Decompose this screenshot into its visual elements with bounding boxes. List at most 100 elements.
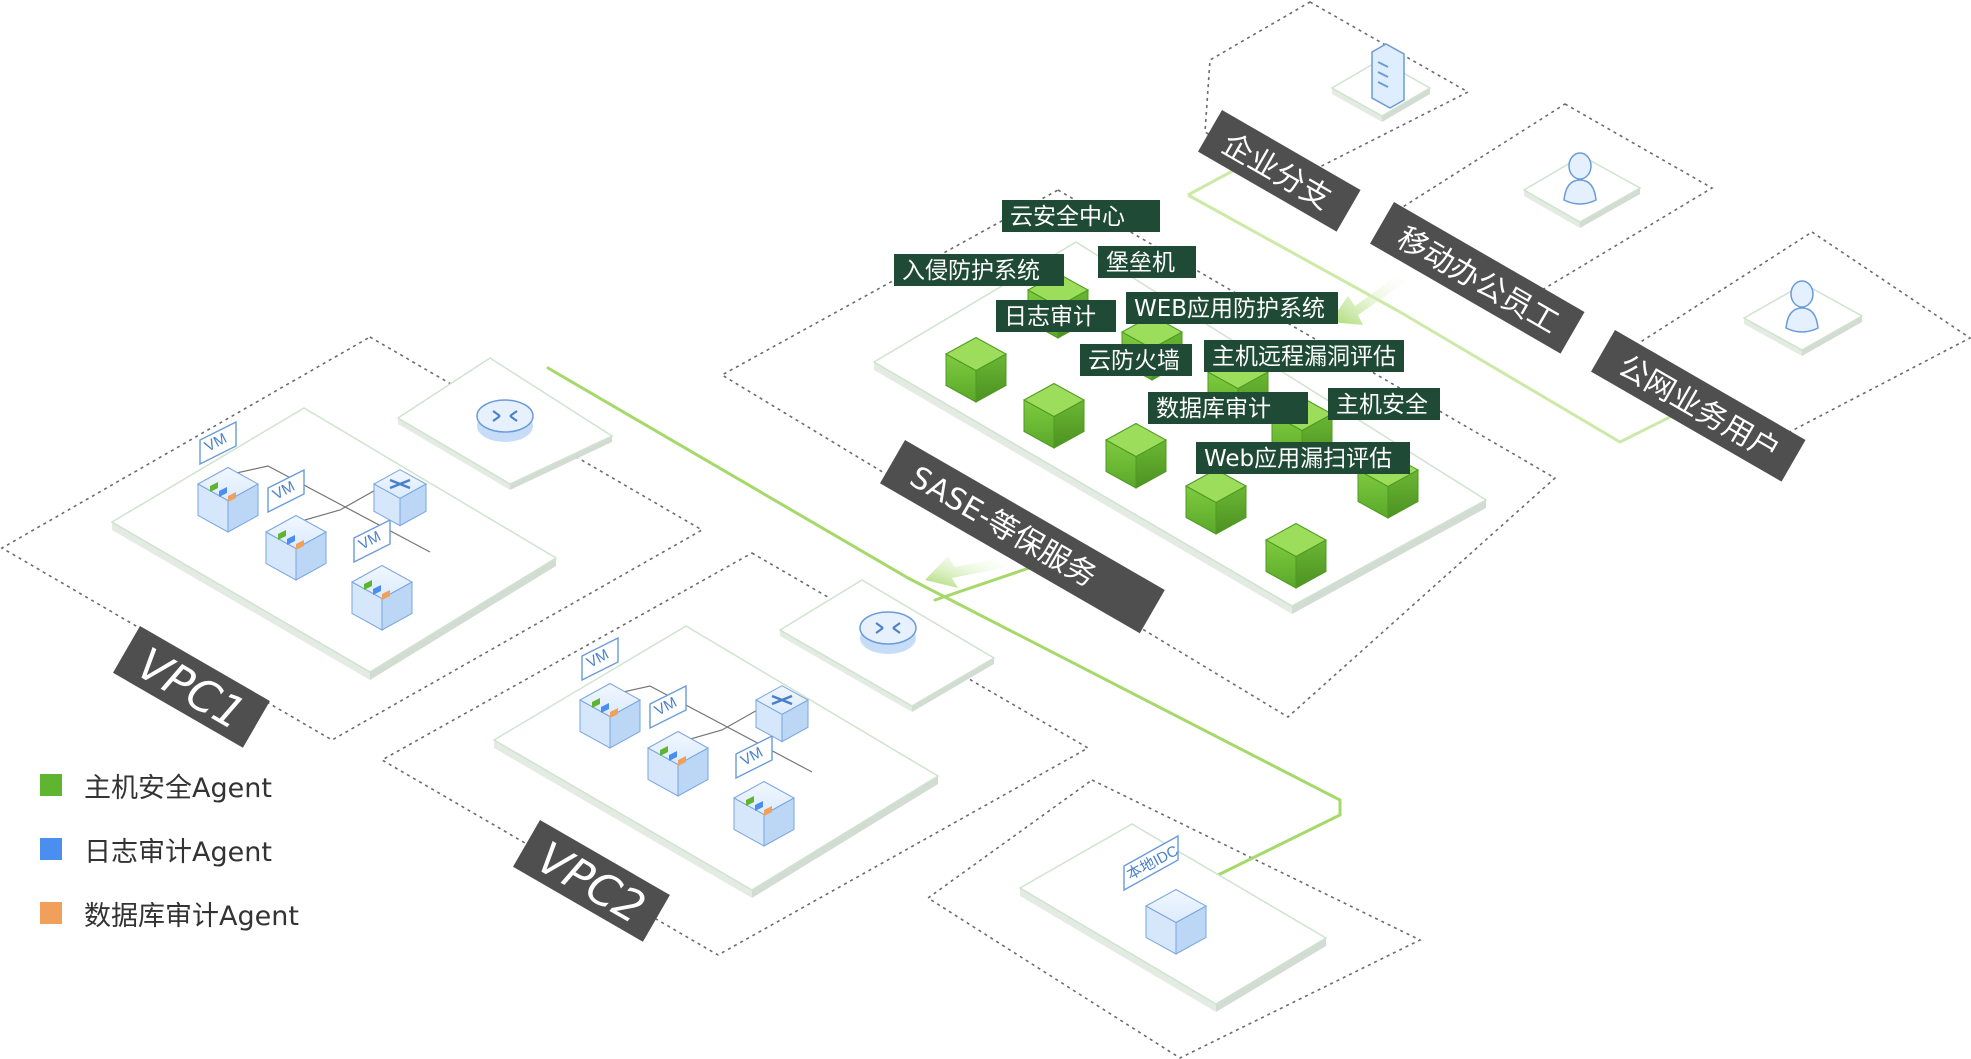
legend-label: 数据库审计Agent bbox=[84, 900, 299, 932]
mobile-user-icon bbox=[1563, 152, 1597, 205]
agent-dot bbox=[610, 708, 618, 718]
service-tag-bg bbox=[894, 254, 1064, 286]
vm-tag: VM bbox=[353, 518, 391, 564]
public-user-icon bbox=[1785, 280, 1819, 333]
legend: 主机安全Agent 日志审计Agent 数据库审计Agent bbox=[40, 770, 299, 962]
legend-swatch bbox=[40, 902, 62, 924]
agent-dot bbox=[746, 796, 754, 806]
zone-vpc1 bbox=[0, 336, 704, 741]
service-tag-text: 堡垒机 bbox=[1106, 250, 1175, 276]
service-tag: 云安全中心 bbox=[1002, 200, 1160, 232]
vpc1-label: VPC1 bbox=[113, 626, 270, 748]
service-tag-text: 日志审计 bbox=[1004, 304, 1096, 330]
security-service-cube bbox=[944, 336, 1008, 403]
service-tag-bg bbox=[1196, 442, 1410, 474]
service-tag: 主机远程漏洞评估 bbox=[1204, 340, 1404, 372]
security-service-cube bbox=[1264, 522, 1328, 589]
agent-dot bbox=[228, 492, 236, 502]
vm-tag: VM bbox=[735, 734, 773, 780]
public-label-text: 公网业务用户 bbox=[1612, 349, 1785, 469]
agent-dot bbox=[364, 580, 372, 590]
vm-box: VM bbox=[646, 684, 710, 797]
link-vpc2-router-to-idc bbox=[906, 576, 1342, 880]
vm-box: VM bbox=[264, 468, 328, 581]
vm-tag: VM bbox=[649, 684, 687, 730]
agent-dot bbox=[755, 801, 763, 811]
legend-item-db-audit: 数据库审计Agent bbox=[40, 898, 299, 932]
security-service-cube bbox=[1104, 422, 1168, 489]
switch-arrows-icon bbox=[389, 478, 411, 490]
service-tag-bg bbox=[1002, 200, 1160, 232]
legend-swatch bbox=[40, 774, 62, 796]
zone-vpc2 bbox=[380, 552, 1090, 956]
arrow-to-vpc2 bbox=[925, 556, 1012, 588]
service-tag-bg bbox=[1098, 246, 1196, 278]
service-tag-bg bbox=[1148, 392, 1308, 424]
service-tag-bg bbox=[1204, 340, 1404, 372]
service-tag: 主机安全 bbox=[1328, 388, 1440, 420]
agent-dot bbox=[660, 746, 668, 756]
agent-dot bbox=[287, 535, 295, 545]
legend-item-host-security: 主机安全Agent bbox=[40, 770, 299, 804]
service-tag-text: 数据库审计 bbox=[1156, 396, 1271, 422]
agent-dot bbox=[278, 530, 286, 540]
service-tag: 入侵防护系统 bbox=[894, 254, 1064, 286]
agent-dot bbox=[296, 540, 304, 550]
service-tag-bg bbox=[1328, 388, 1440, 420]
arrow-to-sase bbox=[1330, 271, 1408, 325]
agent-dot bbox=[219, 487, 227, 497]
idc-server-box bbox=[1144, 888, 1208, 955]
security-service-cube bbox=[1022, 382, 1086, 449]
service-tag: WEB应用防护系统 bbox=[1126, 292, 1338, 324]
service-tag-text: 云安全中心 bbox=[1010, 204, 1125, 230]
service-tag-text: 主机远程漏洞评估 bbox=[1212, 344, 1396, 370]
legend-swatch bbox=[40, 838, 62, 860]
agent-dot bbox=[592, 698, 600, 708]
service-tag: 云防火墙 bbox=[1080, 344, 1192, 376]
service-tag: Web应用漏扫评估 bbox=[1196, 442, 1410, 474]
vpc2-label-text: VPC2 bbox=[528, 832, 653, 934]
service-tag: 堡垒机 bbox=[1098, 246, 1196, 278]
switch-arrows-icon bbox=[771, 694, 793, 706]
service-tag-text: 入侵防护系统 bbox=[902, 258, 1040, 284]
service-tag-text: 云防火墙 bbox=[1088, 348, 1180, 374]
public-label: 公网业务用户 bbox=[1591, 330, 1806, 482]
vm-box: VM bbox=[578, 636, 642, 749]
zone-idc bbox=[926, 779, 1422, 1059]
vm-box: VM bbox=[732, 734, 796, 847]
agent-dot bbox=[601, 703, 609, 713]
agent-dot bbox=[678, 756, 686, 766]
legend-label: 日志审计Agent bbox=[84, 836, 272, 868]
agent-dot bbox=[382, 590, 390, 600]
legend-label: 主机安全Agent bbox=[84, 772, 272, 804]
vpc1-label-text: VPC1 bbox=[128, 638, 253, 740]
agent-dot bbox=[210, 482, 218, 492]
building-icon bbox=[1371, 43, 1405, 109]
service-tag-text: WEB应用防护系统 bbox=[1134, 296, 1325, 322]
service-tag-bg bbox=[1080, 344, 1192, 376]
service-tag-text: Web应用漏扫评估 bbox=[1204, 446, 1392, 472]
zone-mobile bbox=[1396, 103, 1714, 291]
legend-item-log-audit: 日志审计Agent bbox=[40, 834, 299, 868]
service-tag-bg bbox=[1126, 292, 1338, 324]
link-branch-down bbox=[1187, 193, 1681, 444]
service-tag-text: 主机安全 bbox=[1336, 392, 1428, 418]
agent-dot bbox=[669, 751, 677, 761]
agent-dot bbox=[373, 585, 381, 595]
router-icon bbox=[859, 611, 917, 654]
service-tag-bg bbox=[996, 300, 1116, 332]
zone-sase bbox=[720, 189, 1557, 718]
vm-box: VM bbox=[350, 518, 414, 631]
switch-icon bbox=[372, 469, 428, 527]
security-service-cube bbox=[1184, 468, 1248, 535]
switch-icon bbox=[754, 685, 810, 743]
agent-dot bbox=[764, 806, 772, 816]
service-tag: 数据库审计 bbox=[1148, 392, 1308, 424]
router-icon bbox=[476, 399, 534, 442]
service-tag: 日志审计 bbox=[996, 300, 1116, 332]
vpc2-label: VPC2 bbox=[513, 820, 670, 942]
link-vpc1-to-vpc2-router bbox=[546, 366, 910, 580]
